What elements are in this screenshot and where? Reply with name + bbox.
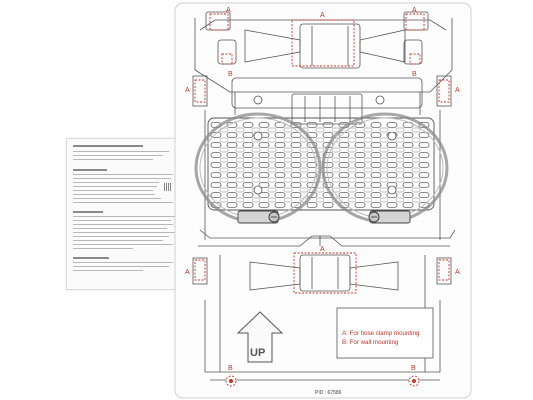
qr-code [164, 183, 172, 191]
template-line-art [192, 11, 456, 381]
up-label: UP [250, 347, 265, 359]
screw-head [375, 95, 385, 105]
label-a-top-left: A [226, 7, 231, 14]
label-a-top-right: A [412, 7, 417, 14]
mount-area-a-left [194, 79, 206, 103]
mount-hole-b-top-left [221, 53, 233, 65]
label-a-lower-left: A [185, 269, 190, 276]
label-a-bottom: A [320, 246, 325, 253]
mount-hole-b-bottom-right [408, 375, 420, 387]
mount-area-a-bottom [293, 252, 357, 294]
legend-box: A: For hose clamp mounting B: For wall m… [336, 307, 434, 359]
product-id: PID : 67586 [315, 390, 342, 396]
screw-head [387, 185, 397, 195]
screw-head [387, 131, 397, 141]
mount-hole-b-bottom-left [225, 375, 237, 387]
mount-area-a-lower-right [438, 259, 450, 281]
label-b-bottom-right: B [411, 365, 416, 372]
mount-area-a-right [438, 79, 450, 103]
screw-head [253, 131, 263, 141]
legend-line-b: B: For wall mounting [342, 339, 399, 346]
label-b-top-right: B [412, 71, 417, 78]
mount-area-a-top [291, 19, 355, 67]
label-b-top-left: B [228, 71, 233, 78]
screw-head [253, 95, 263, 105]
up-arrow-icon: UP [236, 311, 284, 363]
label-a-lower-right: A [455, 269, 460, 276]
mount-hole-b-top-right [409, 53, 421, 65]
hose-clamp-right [321, 112, 449, 224]
legend-line-a: A: For hose clamp mounting [342, 330, 420, 337]
label-a-top: A [320, 12, 325, 19]
screw-head [253, 185, 263, 195]
label-a-left: A [185, 87, 190, 94]
mount-area-a-top-right [405, 13, 425, 31]
mount-area-a-top-left [209, 13, 229, 31]
label-b-bottom-left: B [228, 365, 233, 372]
mount-area-a-lower-left [194, 259, 206, 281]
label-a-right: A [455, 87, 460, 94]
instruction-leaflet [66, 138, 184, 290]
hose-clamp-left [194, 112, 322, 224]
